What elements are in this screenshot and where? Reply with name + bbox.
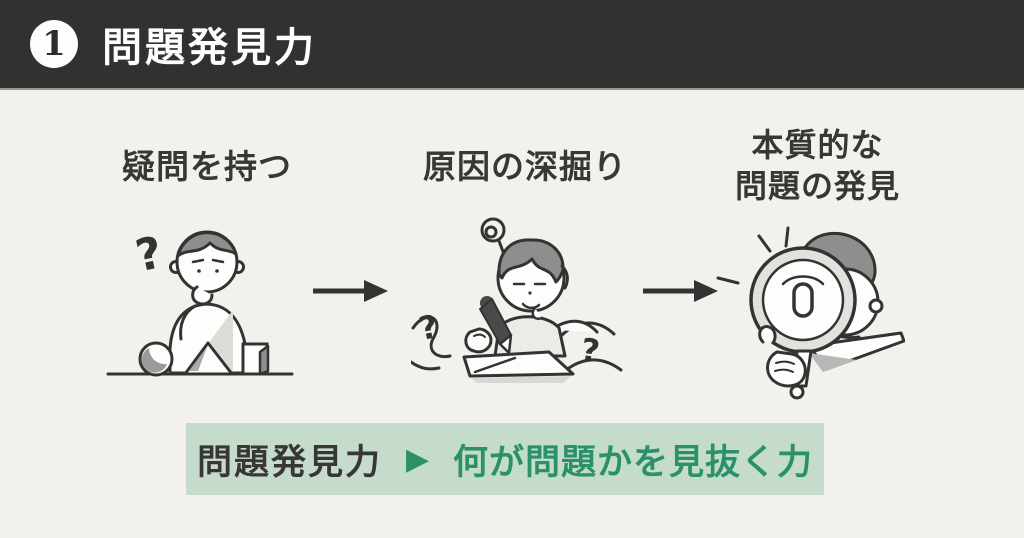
svg-text:?: ? <box>416 307 442 348</box>
svg-text:?: ? <box>578 331 602 371</box>
arrow-right-icon <box>313 280 388 302</box>
boy-thinking-with-shapes-icon: ? <box>106 227 294 377</box>
svg-text:?: ? <box>131 227 167 282</box>
summary-banner: 問題発見力 ▶ 何が問題かを見抜く力 <box>186 423 824 495</box>
play-triangle-icon: ▶ <box>405 442 430 477</box>
step-3-label-line2: 問題の発見 <box>734 166 900 205</box>
header-bar: 1 問題発見力 <box>0 0 1024 90</box>
summary-term: 問題発見力 <box>196 442 382 483</box>
step-3-label-line1: 本質的な <box>751 126 884 164</box>
step-3-label: 本質的な 問題の発見 <box>705 125 930 207</box>
summary-definition: 何が問題かを見抜く力 <box>453 442 814 483</box>
boy-writing-notes-icon: ? ? <box>411 217 623 383</box>
step-2-label: 原因の深掘り <box>423 147 627 186</box>
step-number-badge: 1 <box>30 20 78 68</box>
page-title: 問題発見力 <box>102 25 317 71</box>
step-number: 1 <box>42 24 66 64</box>
step-1-label: 疑問を持つ <box>122 147 292 186</box>
boy-with-magnifying-glass-icon <box>703 226 905 400</box>
